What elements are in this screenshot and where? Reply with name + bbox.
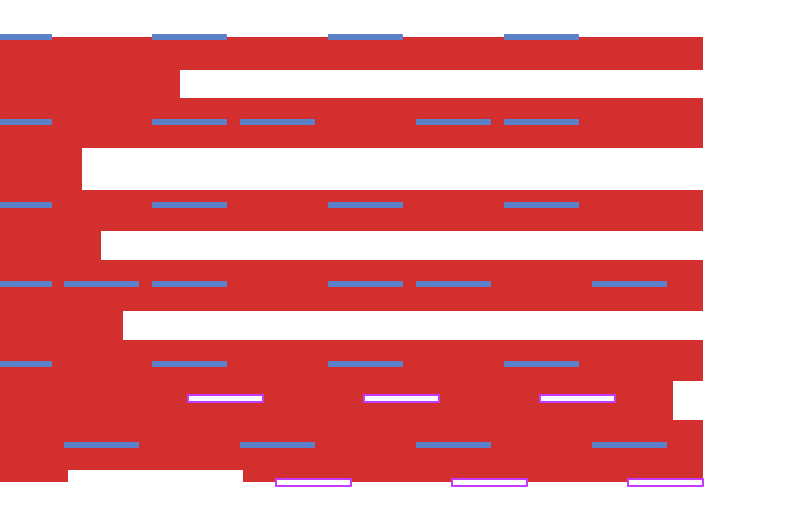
highlighted-input-field[interactable] xyxy=(275,478,352,487)
redacted-label-bar xyxy=(328,34,403,40)
redacted-label-bar xyxy=(416,119,491,125)
redacted-label-bar xyxy=(328,281,403,287)
highlighted-input-field[interactable] xyxy=(627,478,704,487)
redacted-label-bar xyxy=(504,361,579,367)
redacted-label-bar xyxy=(0,361,52,367)
redacted-label-bar xyxy=(504,34,579,40)
redacted-label-bar xyxy=(0,119,52,125)
redacted-label-bar xyxy=(592,281,667,287)
redacted-label-bar xyxy=(152,34,227,40)
content-gap xyxy=(673,381,703,420)
redacted-label-bar xyxy=(64,281,139,287)
redacted-label-bar xyxy=(328,361,403,367)
highlighted-input-field[interactable] xyxy=(539,394,616,403)
redacted-label-bar xyxy=(64,442,139,448)
redacted-label-bar xyxy=(152,281,227,287)
redacted-label-bar xyxy=(240,442,315,448)
redacted-label-bar xyxy=(416,281,491,287)
redacted-label-bar xyxy=(152,361,227,367)
highlighted-input-field[interactable] xyxy=(187,394,264,403)
redacted-label-bar xyxy=(416,442,491,448)
content-gap xyxy=(68,470,243,482)
highlighted-input-field[interactable] xyxy=(363,394,440,403)
highlighted-input-field[interactable] xyxy=(451,478,528,487)
redacted-label-bar xyxy=(240,119,315,125)
redacted-label-bar xyxy=(328,202,403,208)
redacted-label-bar xyxy=(592,442,667,448)
content-gap xyxy=(101,231,703,260)
redacted-label-bar xyxy=(152,202,227,208)
redacted-label-bar xyxy=(504,202,579,208)
redacted-label-bar xyxy=(0,34,52,40)
redacted-label-bar xyxy=(152,119,227,125)
redacted-label-bar xyxy=(0,281,52,287)
content-gap xyxy=(123,311,703,340)
content-gap xyxy=(82,148,703,190)
content-gap xyxy=(180,70,703,98)
redacted-label-bar xyxy=(504,119,579,125)
redacted-label-bar xyxy=(0,202,52,208)
